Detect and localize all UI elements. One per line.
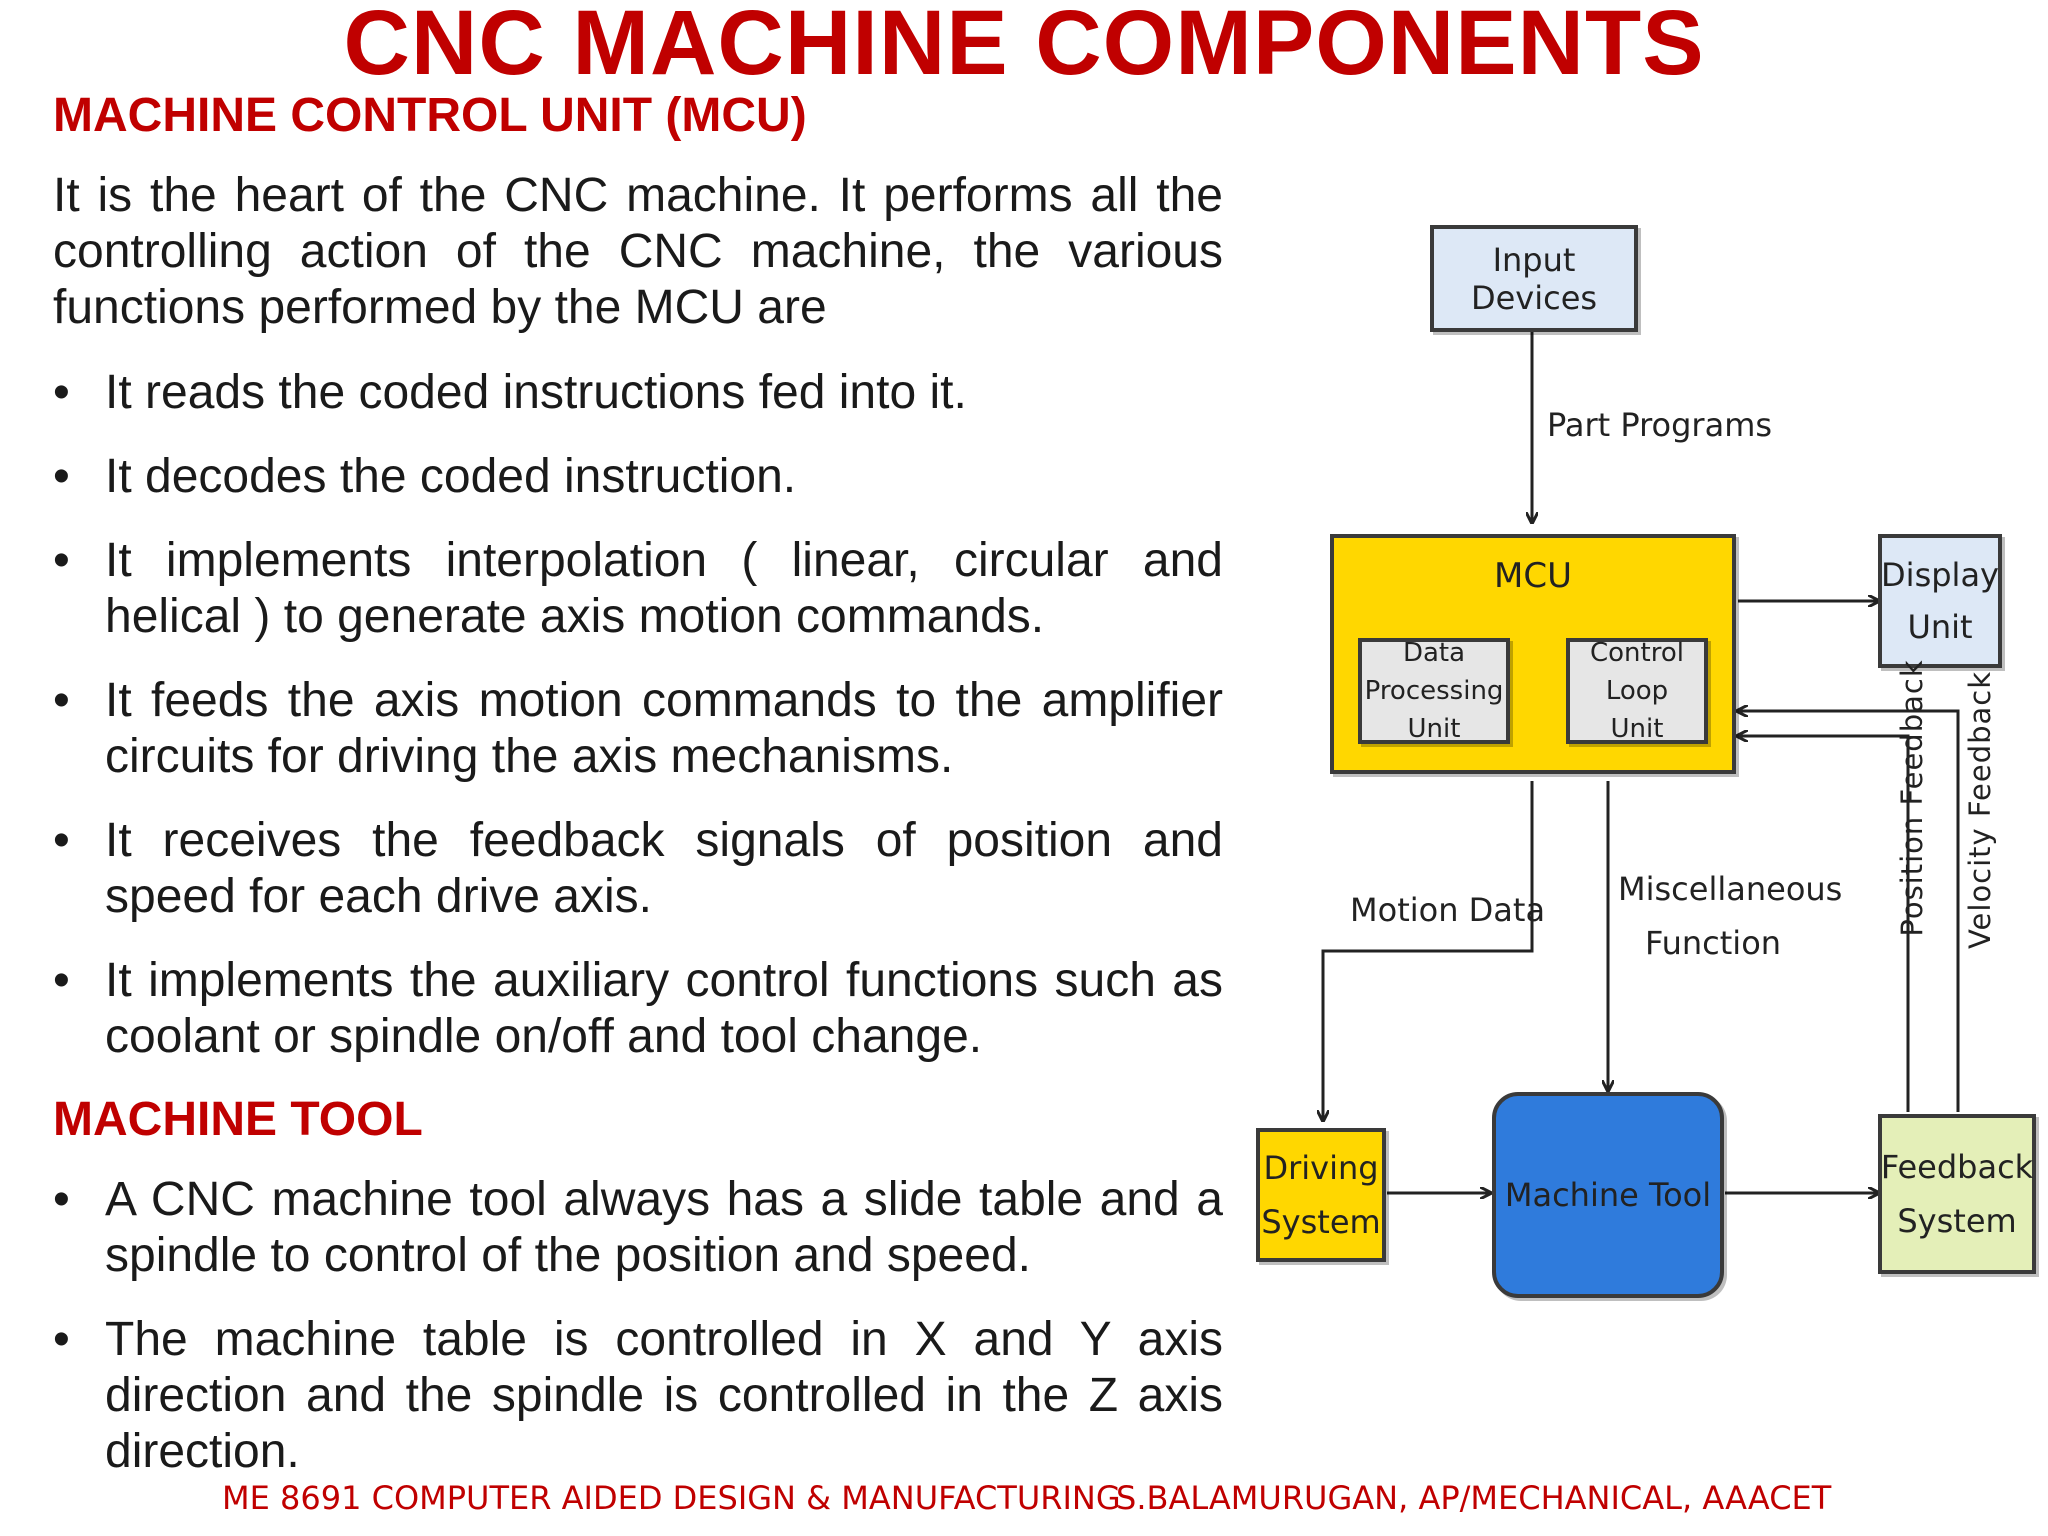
bullet-marker: • [53,534,70,587]
velocity-feedback-label: Velocity Feedback [1963,670,1997,950]
motion-data-label: Motion Data [1350,891,1546,929]
mcu-section-heading: MACHINE CONTROL UNIT (MCU) [53,89,807,142]
list-item: • It implements the auxiliary control fu… [53,953,1223,1065]
bullet-marker: • [53,1173,70,1226]
list-item-text: It reads the coded instructions fed into… [105,366,967,419]
bullet-marker: • [53,954,70,1007]
bullet-marker: • [53,450,70,503]
position-feedback-label: Position Feedback [1895,659,1929,937]
control-loop-unit-box: Control Loop Unit [1566,638,1708,744]
list-item: • It reads the coded instructions fed in… [53,365,1223,421]
bullet-marker: • [53,814,70,867]
machine-tool-box: Machine Tool [1492,1092,1724,1298]
list-item-text: It receives the feedback signals of posi… [105,814,1223,923]
list-item-text: It implements interpolation ( linear, ci… [105,534,1223,643]
footer-course: ME 8691 COMPUTER AIDED DESIGN & MANUFACT… [222,1479,1121,1517]
list-item: • It implements interpolation ( linear, … [53,533,1223,645]
part-programs-label: Part Programs [1547,406,1773,444]
list-item-text: The machine table is controlled in X and… [105,1313,1223,1478]
input-devices-box: Input Devices [1430,225,1638,332]
driving-system-box: Driving System [1256,1128,1386,1262]
bullet-marker: • [53,1313,70,1366]
feedback-system-box: Feedback System [1878,1114,2036,1274]
footer-author: S.BALAMURUGAN, AP/MECHANICAL, AAACET [1116,1479,1832,1517]
machine-tool-list: • A CNC machine tool always has a slide … [53,1172,1223,1480]
list-item-text: A CNC machine tool always has a slide ta… [105,1173,1223,1282]
data-processing-unit-box: Data Processing Unit [1358,638,1510,744]
list-item: • It decodes the coded instruction. [53,449,1223,505]
list-item: • The machine table is controlled in X a… [53,1312,1223,1480]
motion-data-line [1323,781,1534,1120]
list-item: • It feeds the axis motion commands to t… [53,673,1223,785]
slide-title: CNC MACHINE COMPONENTS [343,0,1705,94]
list-item-text: It decodes the coded instruction. [105,450,797,503]
mcu-intro-paragraph: It is the heart of the CNC machine. It p… [53,169,1223,334]
machine-tool-section-heading: MACHINE TOOL [53,1093,423,1146]
velocity-feedback-line [1738,736,1910,1112]
miscellaneous-function-label: Miscellaneous Function [1618,870,1843,962]
position-feedback-line [1738,711,1960,1112]
display-unit-box: Display Unit [1878,534,2002,668]
mcu-label: MCU [1494,556,1572,596]
mcu-function-list: • It reads the coded instructions fed in… [53,365,1223,1065]
bullet-marker: • [53,674,70,727]
list-item: • It receives the feedback signals of po… [53,813,1223,925]
list-item-text: It implements the auxiliary control func… [105,954,1223,1063]
bullet-marker: • [53,366,70,419]
list-item: • A CNC machine tool always has a slide … [53,1172,1223,1284]
list-item-text: It feeds the axis motion commands to the… [105,674,1223,783]
